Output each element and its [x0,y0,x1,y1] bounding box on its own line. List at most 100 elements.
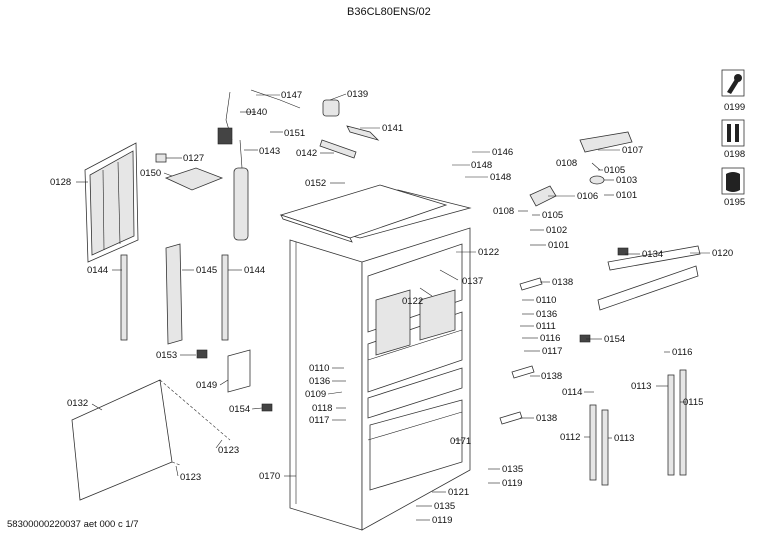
callout: 0127 [183,153,204,164]
bracket-0107 [579,131,633,153]
callout: 0171 [450,436,471,447]
callout: 0151 [284,128,305,139]
callout: 0134 [642,249,663,260]
callout: 0143 [259,146,280,157]
callout: 0119 [502,478,522,489]
callout: 0136 [536,309,557,320]
callout: 0108 [493,206,514,217]
side-panel-0128 [84,142,139,263]
callout: 0110 [309,363,329,374]
callout: 0138 [541,371,562,382]
callout: 0108 [556,158,577,169]
callout: 0122 [478,247,499,258]
part-0127 [155,153,167,163]
callout: 0113 [631,381,651,392]
grease-icon [721,167,745,195]
rail-0113 [667,374,675,476]
wire-0147 [250,89,301,109]
callout: 0132 [67,398,88,409]
callout: 0138 [552,277,573,288]
callout: 0144 [244,265,265,276]
clip-0154-left [261,403,273,412]
part-0141 [346,125,380,141]
rear-panel-0132 [71,379,231,501]
callout: 0152 [305,178,326,189]
callout: 0153 [156,350,177,361]
clip-0134 [617,247,629,256]
callout: 0120 [712,248,733,259]
rail-0145 [165,243,183,345]
slide-0138-a [519,277,543,291]
callout: 0116 [540,333,560,344]
leader-lines [76,93,710,521]
callout-labels: 0147 0139 0140 0151 0141 0143 0142 0127 … [50,89,733,526]
callout: 0106 [577,191,598,202]
rail-0144-right [221,254,229,341]
screws-icon [721,119,745,147]
cabinet-body-0170 [284,189,472,531]
rail-0115 [679,369,687,476]
callout: 0128 [50,177,71,188]
part-0139 [322,99,340,117]
callout: 0109 [305,389,326,400]
callout: 0145 [196,265,217,276]
thermostat-0140 [217,91,233,145]
callout: 0107 [622,145,643,156]
part-0153 [196,349,208,359]
callout: 0105 [542,210,563,221]
callout: 0170 [259,471,280,482]
callout: 0140 [246,107,267,118]
callout: 0122 [402,296,423,307]
callout: 0144 [87,265,108,276]
slide-0138-b [511,365,535,379]
callout: 0121 [448,487,469,498]
callout: 0119 [432,515,452,526]
callout: 0123 [180,472,201,483]
callout: 0154 [604,334,625,345]
callout: 0102 [546,225,567,236]
heater-0143 [233,139,249,241]
callout: 0137 [462,276,483,287]
clip-0154-right [579,334,591,343]
rail-0112 [589,404,597,481]
rail-0144-left [120,254,128,341]
callout: 0117 [309,415,329,426]
tool-code: 0198 [724,149,745,160]
callout: 0123 [218,445,239,456]
document-id: 58300000220037 aet 000 c 1/7 [7,519,139,530]
callout: 0110 [536,295,556,306]
callout: 0113 [614,433,634,444]
callout: 0115 [683,397,703,408]
callout: 0154 [229,404,250,415]
callout: 0147 [281,90,302,101]
callout: 0148 [490,172,511,183]
callout: 0111 [536,321,556,332]
model-title: B36CL80ENS/02 [347,6,431,18]
callout: 0114 [562,387,582,398]
callout: 0136 [309,376,330,387]
rail-0120 [607,245,701,271]
callout: 0118 [312,403,332,414]
part-0142 [319,139,357,159]
callout: 0101 [616,190,637,201]
tool-code: 0199 [724,102,745,113]
callout: 0112 [560,432,580,443]
callout: 0138 [536,413,557,424]
top-cover-0152 [279,184,448,243]
callout: 0103 [616,175,637,186]
rail-0120-lower [597,265,699,311]
tray-0150 [164,167,224,191]
part-0149 [227,349,251,393]
callout: 0148 [471,160,492,171]
tool-code: 0195 [724,197,745,208]
wrench-screwdriver-icon [721,69,745,97]
callout: 0117 [542,346,562,357]
callout: 0135 [434,501,455,512]
part-0103 [589,175,605,185]
callout: 0141 [382,123,403,134]
callout: 0139 [347,89,368,100]
callout: 0142 [296,148,317,159]
callout: 0101 [548,240,569,251]
callout: 0146 [492,147,513,158]
